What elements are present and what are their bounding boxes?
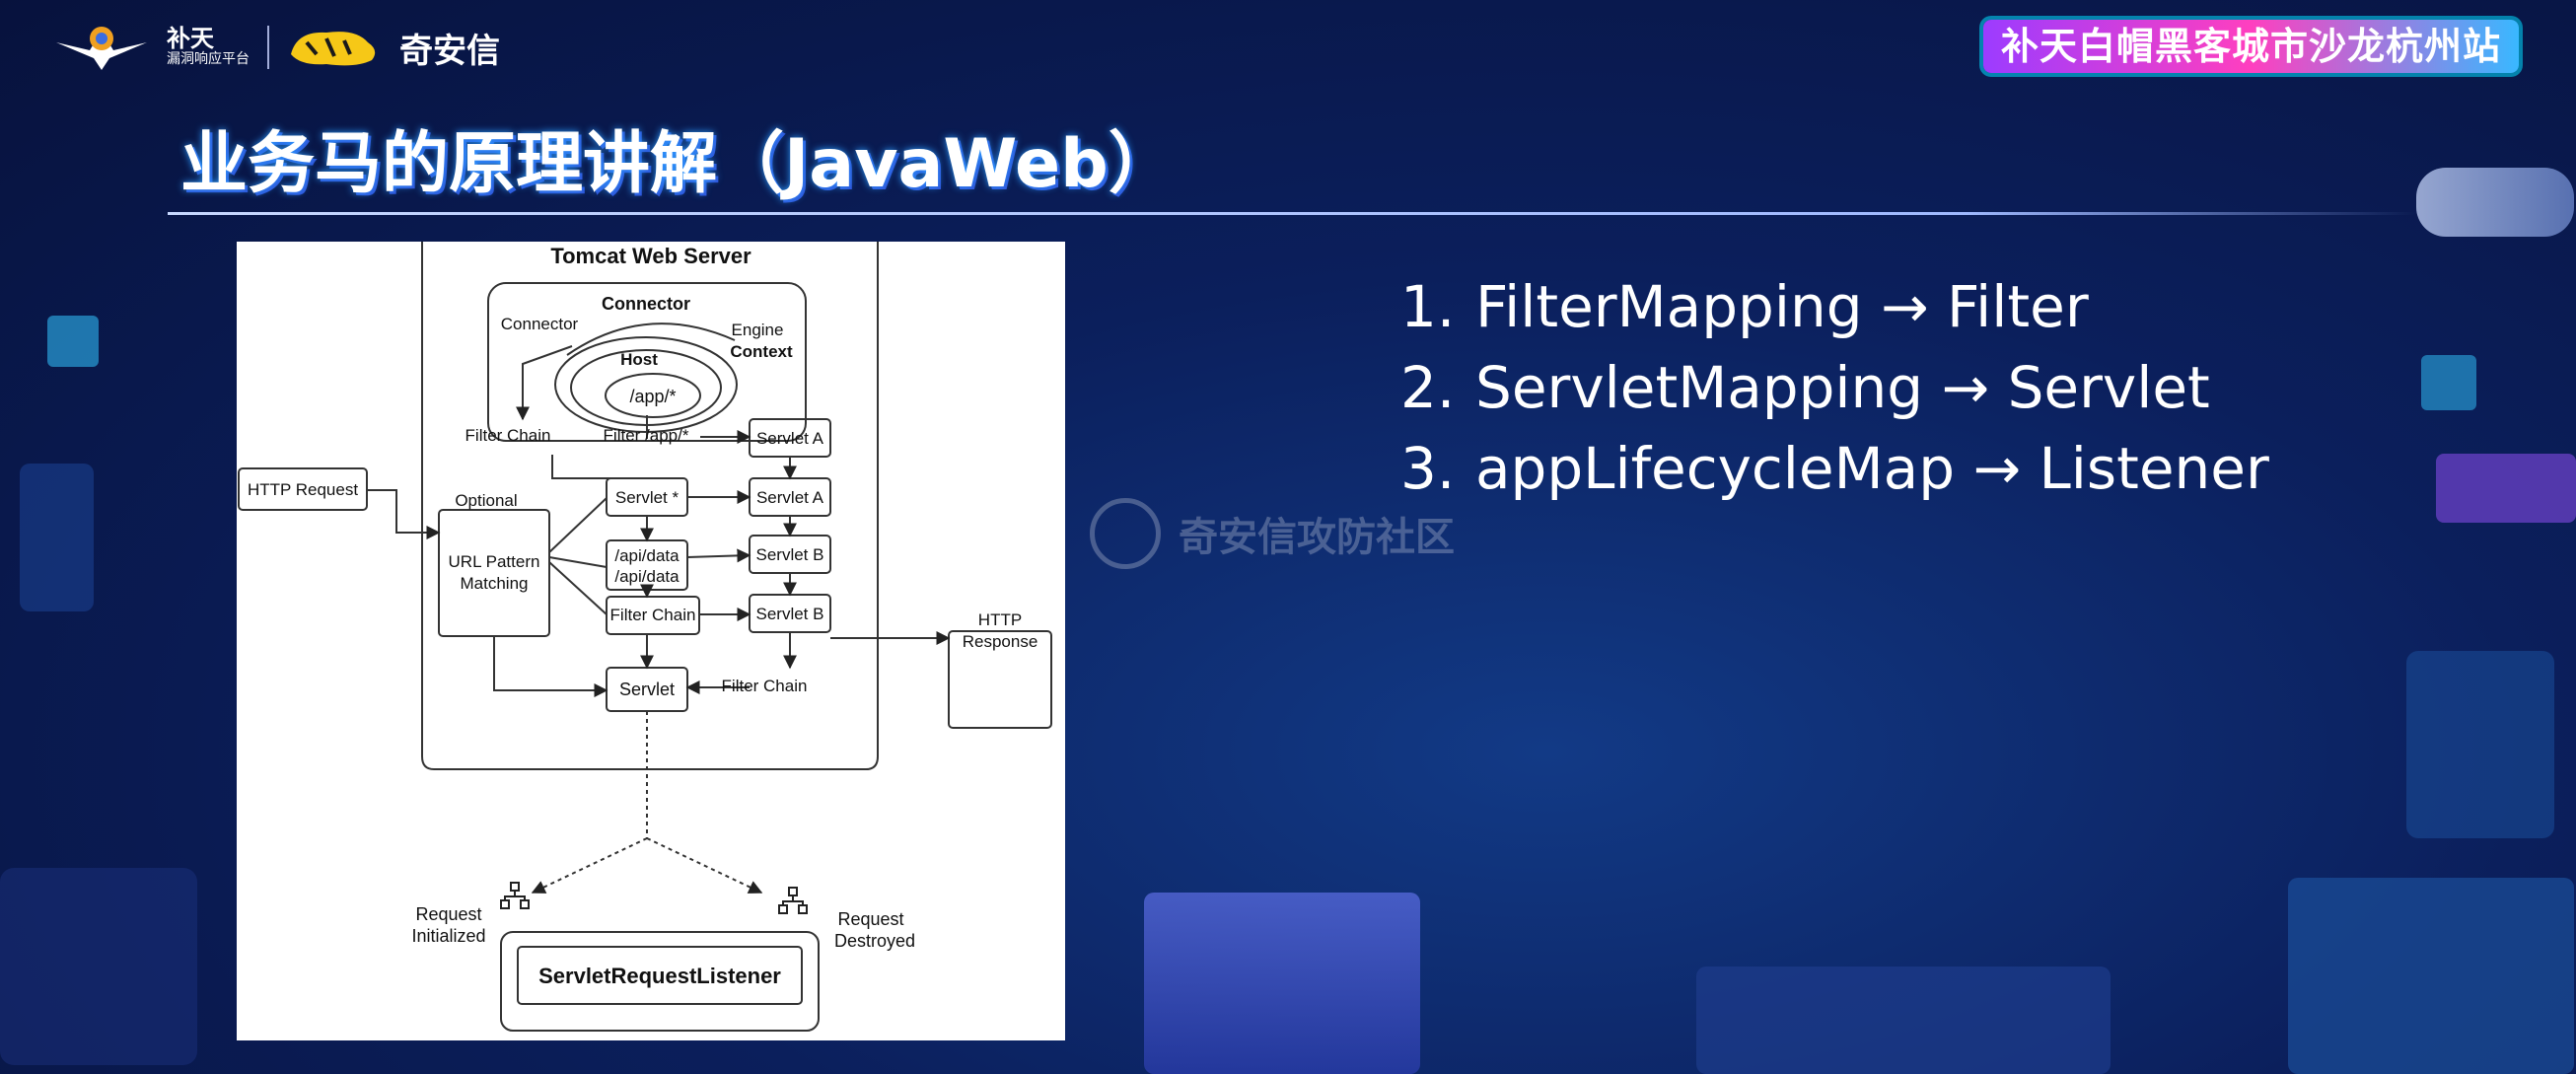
decor-right-chip bbox=[2421, 355, 2476, 410]
header-logos: 补天 漏洞响应平台 奇安信 bbox=[54, 18, 500, 77]
decor-bottom-laptop bbox=[1144, 893, 1420, 1074]
api-data-label-2: /api/data bbox=[614, 567, 680, 586]
request-initialized-label-2: Initialized bbox=[411, 926, 485, 946]
app-path-label: /app/* bbox=[629, 387, 676, 406]
connector-box bbox=[487, 282, 807, 442]
request-initialized-icon bbox=[500, 882, 530, 909]
servlet-a-mid-label: Servlet A bbox=[756, 488, 824, 507]
server-title: Tomcat Web Server bbox=[550, 244, 751, 268]
decor-telescope bbox=[2416, 168, 2574, 237]
optional-label: Optional bbox=[455, 491, 517, 510]
url-pattern-label-2: Matching bbox=[461, 574, 529, 593]
http-request-label: HTTP Request bbox=[248, 480, 358, 499]
butian-logo-icon bbox=[56, 27, 147, 70]
logo-separator bbox=[267, 26, 269, 69]
list-item-number: 3. bbox=[1400, 435, 1456, 502]
host-label: Host bbox=[620, 350, 658, 369]
list-item-text: ServletMapping → Servlet bbox=[1475, 354, 2210, 421]
listener-outer-box bbox=[500, 931, 820, 1032]
list-item: 3. appLifecycleMap → Listener bbox=[1400, 428, 2269, 509]
edge-url-to-servlet bbox=[493, 636, 608, 697]
servlet-b-2-label: Servlet B bbox=[756, 605, 824, 623]
request-initialized-label-1: Request bbox=[415, 904, 481, 924]
decor-left-chip bbox=[47, 316, 99, 367]
list-item: 2. ServletMapping → Servlet bbox=[1400, 347, 2269, 428]
context-label: Context bbox=[730, 342, 793, 361]
filter-chain-top-label: Filter Chain bbox=[465, 426, 551, 445]
listener-label: ServletRequestListener bbox=[538, 964, 781, 988]
api-data-label-1: /api/data bbox=[614, 546, 680, 565]
tomcat-diagram: Tomcat Web Server Connector Connector En… bbox=[237, 242, 1065, 1040]
page-title: 业务马的原理讲解（JavaWeb） bbox=[180, 125, 1176, 203]
butian-logo-text: 补天 漏洞响应平台 bbox=[167, 27, 250, 68]
connector-arc bbox=[566, 322, 736, 356]
qax-logo-text: 奇安信 bbox=[399, 31, 500, 71]
decor-left-device bbox=[20, 464, 94, 611]
watermark-text: 奇安信攻防社区 bbox=[1179, 515, 1455, 560]
filter-app-label: Filter /app/* bbox=[604, 426, 689, 445]
list-item-text: appLifecycleMap → Listener bbox=[1475, 435, 2269, 502]
http-response-box bbox=[948, 630, 1052, 729]
butian-logo-main: 补天 bbox=[167, 25, 214, 52]
server-frame bbox=[421, 242, 879, 770]
request-destroyed-label-2: Destroyed bbox=[834, 931, 915, 951]
decor-bottom-right-pc bbox=[2288, 878, 2574, 1074]
list-item-number: 2. bbox=[1400, 354, 1456, 421]
list-item-number: 1. bbox=[1400, 273, 1456, 340]
edge-listener-left bbox=[531, 837, 648, 894]
request-destroyed-icon bbox=[778, 887, 808, 914]
list-item-text: FilterMapping → Filter bbox=[1475, 273, 2089, 340]
servlet-a-top-label: Servlet A bbox=[756, 429, 824, 448]
http-response-label-2: Response bbox=[963, 632, 1038, 651]
url-pattern-label-1: URL Pattern bbox=[449, 552, 540, 571]
mapping-list: 1. FilterMapping → Filter 2. ServletMappin… bbox=[1400, 266, 2269, 509]
connector-box-label: Connector bbox=[602, 294, 690, 314]
watermark: 奇安信攻防社区 bbox=[1090, 498, 1455, 569]
connector-label: Connector bbox=[501, 315, 579, 333]
edge-url-to-api bbox=[548, 556, 608, 568]
edge-listener-right bbox=[646, 837, 763, 894]
request-destroyed-label-1: Request bbox=[837, 909, 903, 929]
servlet-b-1-label: Servlet B bbox=[756, 545, 824, 564]
http-response-label-1: HTTP bbox=[978, 610, 1022, 629]
edge-url-to-servlet-star bbox=[548, 497, 608, 553]
edge-connector-to-filterchain bbox=[516, 345, 573, 421]
engine-label: Engine bbox=[732, 321, 784, 339]
tomcat-diagram-svg: Tomcat Web Server Connector Connector En… bbox=[238, 242, 1052, 1032]
decor-right-device bbox=[2406, 651, 2554, 838]
filter-chain-bottom-label: Filter Chain bbox=[722, 677, 808, 695]
url-pattern-box bbox=[438, 509, 550, 637]
watermark-logo-icon bbox=[1090, 498, 1161, 569]
filter-chain-box-label: Filter Chain bbox=[610, 606, 696, 624]
edge-request-to-url bbox=[367, 489, 441, 539]
edge-api-to-b bbox=[686, 548, 751, 563]
decor-bottom-keyboard bbox=[1696, 967, 2111, 1074]
app-path-ellipse bbox=[605, 373, 701, 418]
servlet-star-label: Servlet * bbox=[615, 488, 680, 507]
decor-right-bar bbox=[2436, 454, 2576, 523]
butian-logo-sub: 漏洞响应平台 bbox=[167, 51, 250, 67]
servlet-label: Servlet bbox=[619, 680, 675, 699]
event-title-badge: 补天白帽黑客城市沙龙杭州站 bbox=[1982, 20, 2519, 73]
decor-left-device-2 bbox=[0, 868, 197, 1065]
list-item: 1. FilterMapping → Filter bbox=[1400, 266, 2269, 347]
title-divider bbox=[168, 212, 2416, 215]
edge-filterchain-to-url bbox=[551, 455, 641, 479]
qax-tiger-logo-icon bbox=[291, 32, 376, 66]
listener-inner-box bbox=[517, 946, 803, 1005]
edge-url-to-filterchain bbox=[548, 561, 608, 615]
